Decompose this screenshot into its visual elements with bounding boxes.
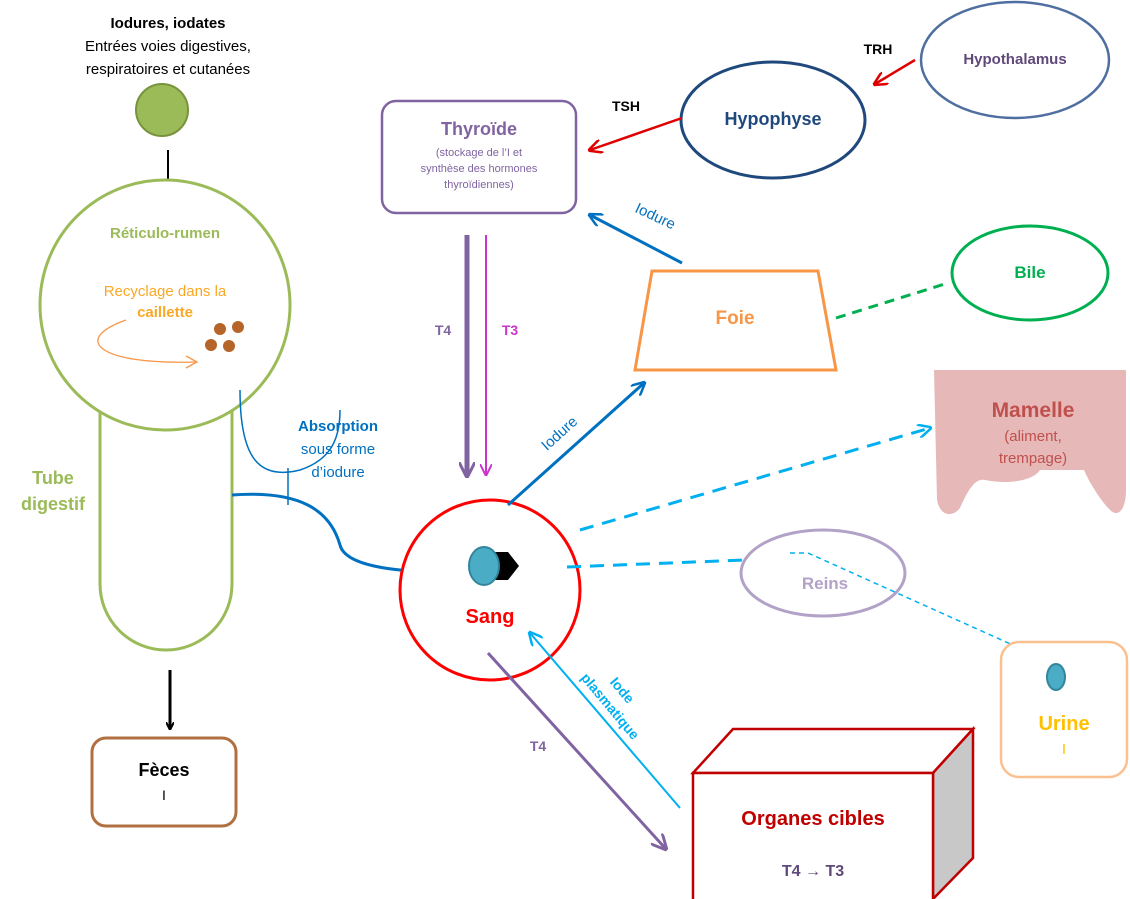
hypothalamus-ellipse [919, 0, 1111, 120]
thyroide-line1: (stockage de l’I et [435, 147, 523, 159]
foie-bile-link [835, 281, 949, 320]
source-line2: respiratoires et cutanées [85, 61, 251, 78]
hypophyse-ellipse [679, 60, 867, 180]
tube-line1: Tube [32, 468, 74, 488]
iodure-to-foie-arrow [506, 383, 644, 507]
mamelle-title: Mamelle [991, 399, 1075, 422]
source-title: Iodures, iodates [110, 15, 226, 32]
foie-trapezoid [633, 269, 838, 372]
feces-box [90, 736, 238, 828]
absorption-line2: d’iodure [311, 464, 365, 481]
sang-to-mamelle-arrow [579, 428, 930, 532]
organes-box-top [690, 727, 976, 775]
sang-to-reins-link [566, 558, 746, 569]
urine-sub: I [1061, 741, 1067, 758]
reins-ellipse [739, 528, 907, 618]
t4-to-organs-arrow [486, 651, 665, 848]
recycle-arrow [97, 319, 196, 363]
feces-title: Fèces [138, 760, 190, 780]
reticulo-rumen-circle [38, 178, 292, 432]
tsh-label: TSH [612, 98, 640, 114]
t4-down-label: T4 [434, 322, 452, 338]
mamelle-line1: (aliment, [1004, 428, 1062, 445]
trh-arrow [875, 58, 916, 84]
tube-line2: digestif [20, 494, 85, 514]
hypothalamus-title: Hypothalamus [963, 51, 1067, 68]
mamelle-shape [934, 370, 1126, 515]
tsh-arrow [590, 116, 683, 150]
reins-title: Reins [801, 574, 849, 593]
thyroide-line3: thyroïdiennes) [444, 179, 514, 191]
organes-conversion: T4 → T3 [781, 863, 845, 880]
recycle-line2: caillette [137, 304, 193, 321]
thyroide-box [380, 99, 578, 215]
reticulo-rumen-title: Réticulo-rumen [109, 225, 220, 242]
recycle-line1: Recyclage dans la [103, 283, 227, 300]
t4-out-label: T4 [529, 738, 547, 754]
source-line1: Entrées voies digestives, [85, 38, 251, 55]
caillette-dot [223, 340, 235, 352]
absorption-line1: sous forme [300, 441, 376, 458]
foie-title: Foie [715, 308, 755, 329]
t3-down-label: T3 [501, 322, 519, 338]
recycle-arrowhead [185, 355, 199, 369]
absorption-title: Absorption [298, 418, 378, 435]
urine-drop [1046, 663, 1066, 691]
caillette-dot [232, 321, 244, 333]
caillette-dot [214, 323, 226, 335]
organes-box-front [691, 771, 935, 899]
absorption-bracket [239, 389, 341, 474]
bile-title: Bile [1014, 263, 1046, 282]
urine-box [999, 640, 1129, 779]
feces-sub: I [162, 787, 166, 803]
organes-title: Organes cibles [741, 808, 885, 830]
bile-ellipse [950, 224, 1110, 322]
sang-title: Sang [465, 606, 515, 628]
thyroide-line2: synthèse des hormones [420, 163, 538, 175]
iode-plasmatique-arrow [530, 633, 681, 809]
iodine-molecule [468, 546, 500, 586]
trh-label: TRH [863, 41, 893, 57]
mamelle-line2: trempage) [998, 450, 1068, 467]
iodure-to-thyroid-arrow [590, 215, 683, 265]
urine-title: Urine [1038, 713, 1090, 735]
thyroide-title: Thyroïde [440, 119, 517, 139]
caillette-dot [205, 339, 217, 351]
absorption-arrow [231, 492, 448, 572]
hypophyse-title: Hypophyse [724, 109, 822, 129]
iodine-source-circle [135, 83, 189, 137]
